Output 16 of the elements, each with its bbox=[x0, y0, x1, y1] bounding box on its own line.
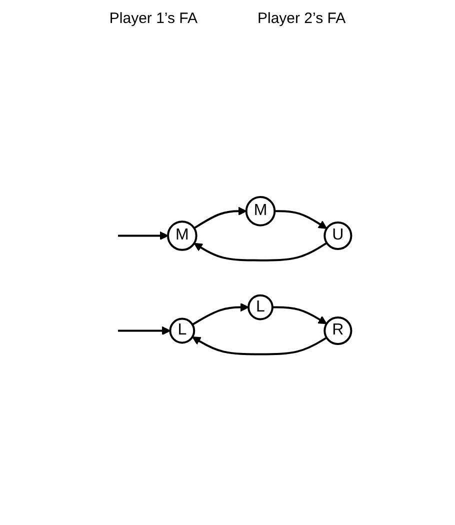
arrow bbox=[118, 232, 168, 241]
node-circle: M bbox=[166, 220, 198, 252]
diagram-label: Player 2’s FA bbox=[258, 10, 346, 27]
arrow bbox=[192, 303, 249, 326]
node-circle: U bbox=[324, 222, 352, 250]
arrow bbox=[274, 210, 328, 230]
node-circle: L bbox=[169, 318, 195, 344]
node-circle: M bbox=[245, 196, 276, 227]
arrow bbox=[118, 326, 170, 336]
node-circle: R bbox=[324, 316, 352, 346]
arrow bbox=[192, 336, 328, 356]
arrow bbox=[272, 306, 327, 325]
node-circle: L bbox=[247, 294, 274, 321]
diagram-label: Player 1’s FA bbox=[109, 10, 198, 27]
arrow bbox=[194, 207, 247, 230]
arrow bbox=[194, 242, 328, 262]
